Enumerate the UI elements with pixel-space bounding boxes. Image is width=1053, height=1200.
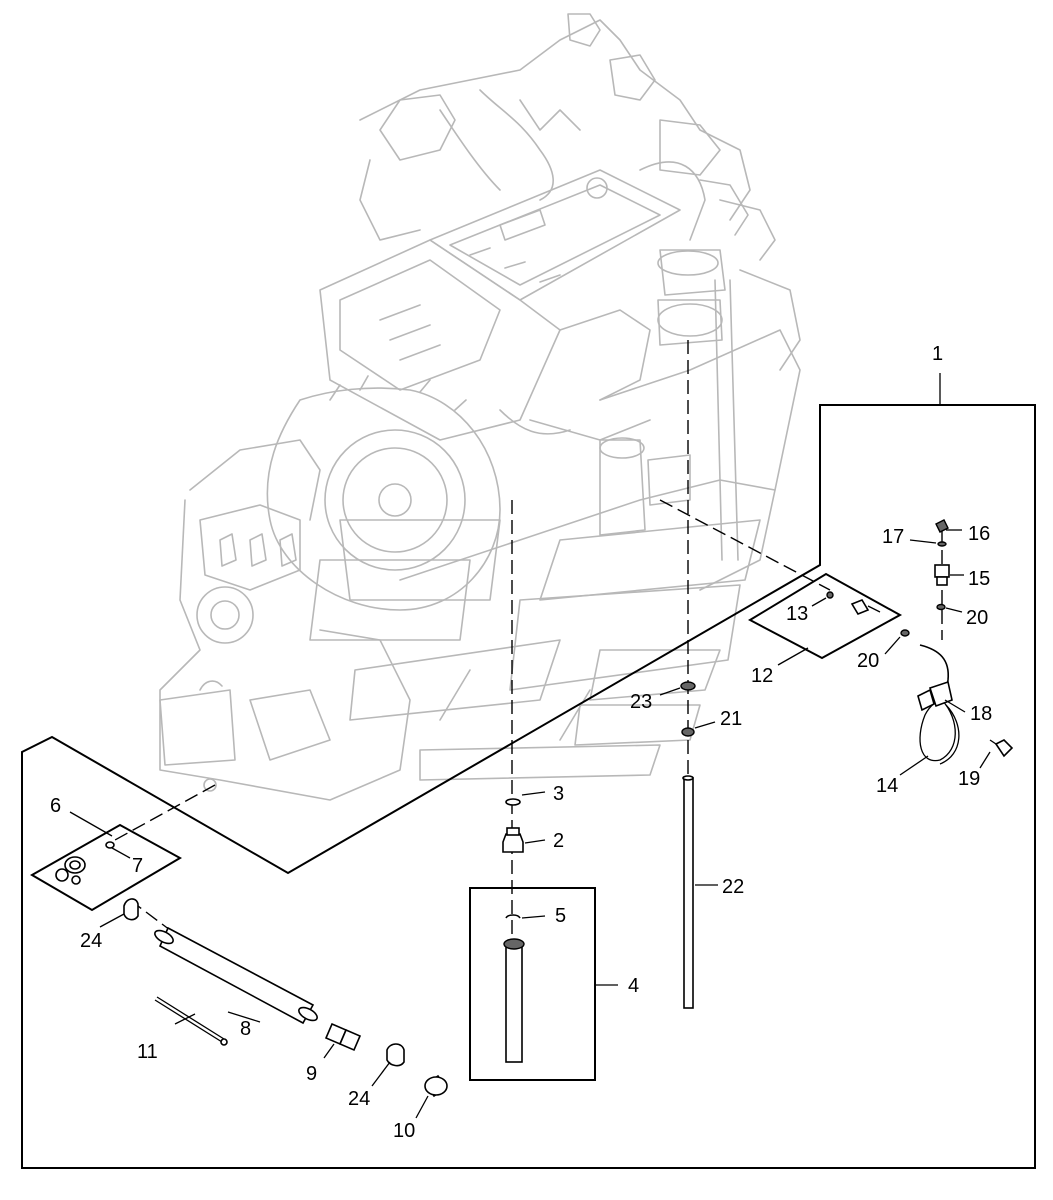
callout-19: 19 xyxy=(958,768,980,790)
washer-3 xyxy=(505,798,521,806)
engine-assembly xyxy=(159,13,801,801)
bolt-19 xyxy=(989,739,1014,758)
hose-14 xyxy=(917,644,960,765)
washer-23 xyxy=(680,681,696,691)
callout-7: 7 xyxy=(132,855,143,877)
callouts: 1 2 3 4 5 6 7 8 9 10 11 12 13 14 15 16 1… xyxy=(50,343,992,1142)
washer-21 xyxy=(681,727,695,737)
callout-18: 18 xyxy=(970,703,992,725)
callout-8: 8 xyxy=(240,1018,251,1040)
callout-20a: 20 xyxy=(966,607,988,629)
callout-2: 2 xyxy=(553,830,564,852)
panel-6 xyxy=(29,823,183,912)
callout-5: 5 xyxy=(555,905,566,927)
callout-9: 9 xyxy=(306,1063,317,1085)
assembly-lines xyxy=(114,340,943,945)
washer-20b xyxy=(900,629,910,637)
fitting-13 xyxy=(826,591,881,615)
washer-20a xyxy=(936,603,946,611)
washer-7 xyxy=(105,841,115,849)
callout-22: 22 xyxy=(722,876,744,898)
callout-16: 16 xyxy=(968,523,990,545)
tube-box xyxy=(469,887,596,1081)
callout-24a: 24 xyxy=(80,930,102,952)
fitting-15 xyxy=(934,564,950,586)
callout-6: 6 xyxy=(50,795,61,817)
kit-outline xyxy=(21,404,1036,1169)
callout-20b: 20 xyxy=(857,650,879,672)
callout-1: 1 xyxy=(932,343,943,365)
leader-lines xyxy=(69,373,991,1119)
callout-23: 23 xyxy=(630,691,652,713)
callout-4: 4 xyxy=(628,975,639,997)
dipstick-22 xyxy=(682,775,694,1009)
callout-15: 15 xyxy=(968,568,990,590)
tie-strap-11 xyxy=(154,996,228,1046)
tube-4 xyxy=(503,938,525,1063)
callout-17: 17 xyxy=(882,526,904,548)
callout-10: 10 xyxy=(393,1120,415,1142)
kit-frames xyxy=(21,404,1036,1169)
seal-5 xyxy=(505,914,521,919)
hose-8 xyxy=(154,926,318,1025)
fitting-6 xyxy=(55,856,86,885)
cap-10 xyxy=(424,1074,448,1098)
callout-12: 12 xyxy=(751,665,773,687)
fitting-2 xyxy=(502,827,524,853)
callout-14: 14 xyxy=(876,775,898,797)
callout-11: 11 xyxy=(137,1041,158,1063)
clamp-24a xyxy=(123,898,139,921)
fitting-9 xyxy=(324,1022,362,1052)
callout-21: 21 xyxy=(720,708,742,730)
callout-3: 3 xyxy=(553,783,564,805)
washer-17 xyxy=(937,541,947,547)
callout-13: 13 xyxy=(786,603,808,625)
panel-12 xyxy=(747,572,903,660)
parts xyxy=(55,519,1014,1098)
callout-24b: 24 xyxy=(348,1088,370,1110)
cap-16 xyxy=(935,519,949,533)
